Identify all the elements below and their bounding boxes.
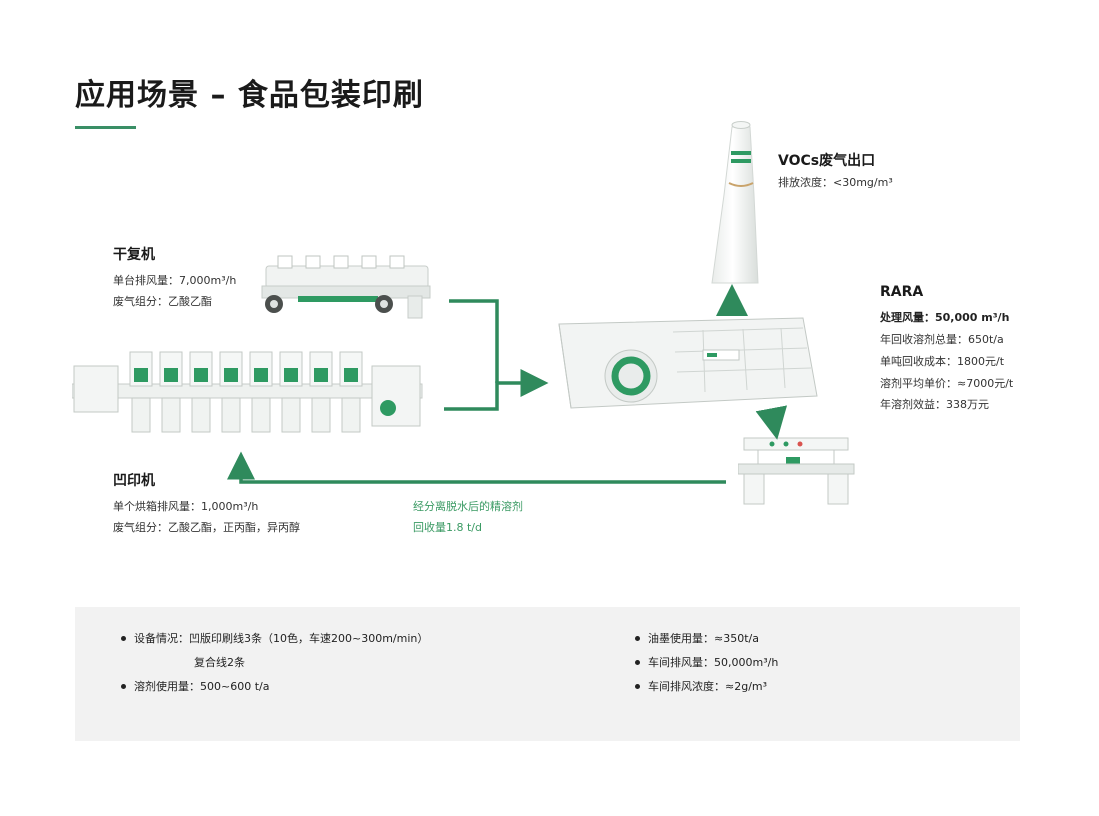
summary-workshop-concentration-text: 车间排风浓度：≈2g/m³	[648, 680, 768, 693]
voc-outlet-title: VOCs废气出口	[778, 153, 876, 169]
bullet-dot	[121, 635, 126, 641]
rara-solvent-price: 溶剂平均单价：≈7000元/t	[880, 377, 1014, 390]
rara-annual-benefit: 年溶剂效益：338万元	[880, 398, 989, 411]
rara-annual-recovery: 年回收溶剂总量：650t/a	[880, 333, 1004, 346]
recovery-station-illustration	[738, 437, 855, 505]
summary-workshop-airflow: 车间排风量：50,000m³/h	[635, 654, 778, 670]
title-underline	[75, 126, 136, 129]
arrow-recovery-to-press	[227, 451, 726, 484]
bullet-dot	[635, 659, 640, 665]
summary-panel	[75, 607, 1020, 741]
rara-airflow: 处理风量：50,000 m³/h	[880, 311, 1010, 324]
gravure-press-title: 凹印机	[113, 473, 155, 489]
gravure-press-illustration	[72, 351, 423, 433]
summary-solvent-usage: 溶剂使用量：500~600 t/a	[121, 678, 269, 694]
summary-ink-usage: 油墨使用量：≈350t/a	[635, 630, 759, 646]
dry-laminator-title: 干复机	[113, 247, 155, 263]
gravure-press-composition: 废气组分：乙酸乙酯，正丙酯，异丙醇	[113, 521, 300, 534]
voc-outlet-concentration: 排放浓度：<30mg/m³	[778, 176, 893, 189]
summary-ink-usage-text: 油墨使用量：≈350t/a	[648, 632, 759, 645]
bullet-dot	[635, 635, 640, 641]
arrow-rara-to-recovery	[755, 405, 788, 440]
arrow-dry-to-rara	[449, 299, 499, 383]
recovery-description: 经分离脱水后的精溶剂	[413, 500, 523, 513]
summary-solvent-usage-text: 溶剂使用量：500~600 t/a	[134, 680, 270, 693]
summary-equipment-text: 设备情况：凹版印刷线3条（10色，车速200~300m/min）	[134, 632, 429, 645]
summary-equipment: 设备情况：凹版印刷线3条（10色，车速200~300m/min）	[121, 630, 428, 646]
bullet-dot	[121, 683, 126, 689]
rara-unit-cost: 单吨回收成本：1800元/t	[880, 355, 1005, 368]
summary-equipment-continuation: 复合线2条	[194, 656, 245, 669]
dry-laminator-composition: 废气组分：乙酸乙酯	[113, 295, 212, 308]
dry-laminator-illustration	[261, 255, 431, 319]
dry-laminator-airflow: 单台排风量：7,000m³/h	[113, 274, 237, 287]
recovery-amount: 回收量1.8 t/d	[413, 521, 482, 534]
arrow-press-to-rara	[444, 369, 549, 411]
summary-workshop-airflow-text: 车间排风量：50,000m³/h	[648, 656, 779, 669]
rara-title: RARA	[880, 284, 924, 300]
gravure-press-airflow: 单个烘箱排风量：1,000m³/h	[113, 500, 259, 513]
rara-unit-illustration	[558, 317, 818, 409]
summary-workshop-concentration: 车间排风浓度：≈2g/m³	[635, 678, 767, 694]
bullet-dot	[635, 683, 640, 689]
page-title: 应用场景 – 食品包装印刷	[75, 78, 424, 113]
chimney-illustration	[711, 121, 759, 284]
flow-arrows	[227, 284, 788, 484]
